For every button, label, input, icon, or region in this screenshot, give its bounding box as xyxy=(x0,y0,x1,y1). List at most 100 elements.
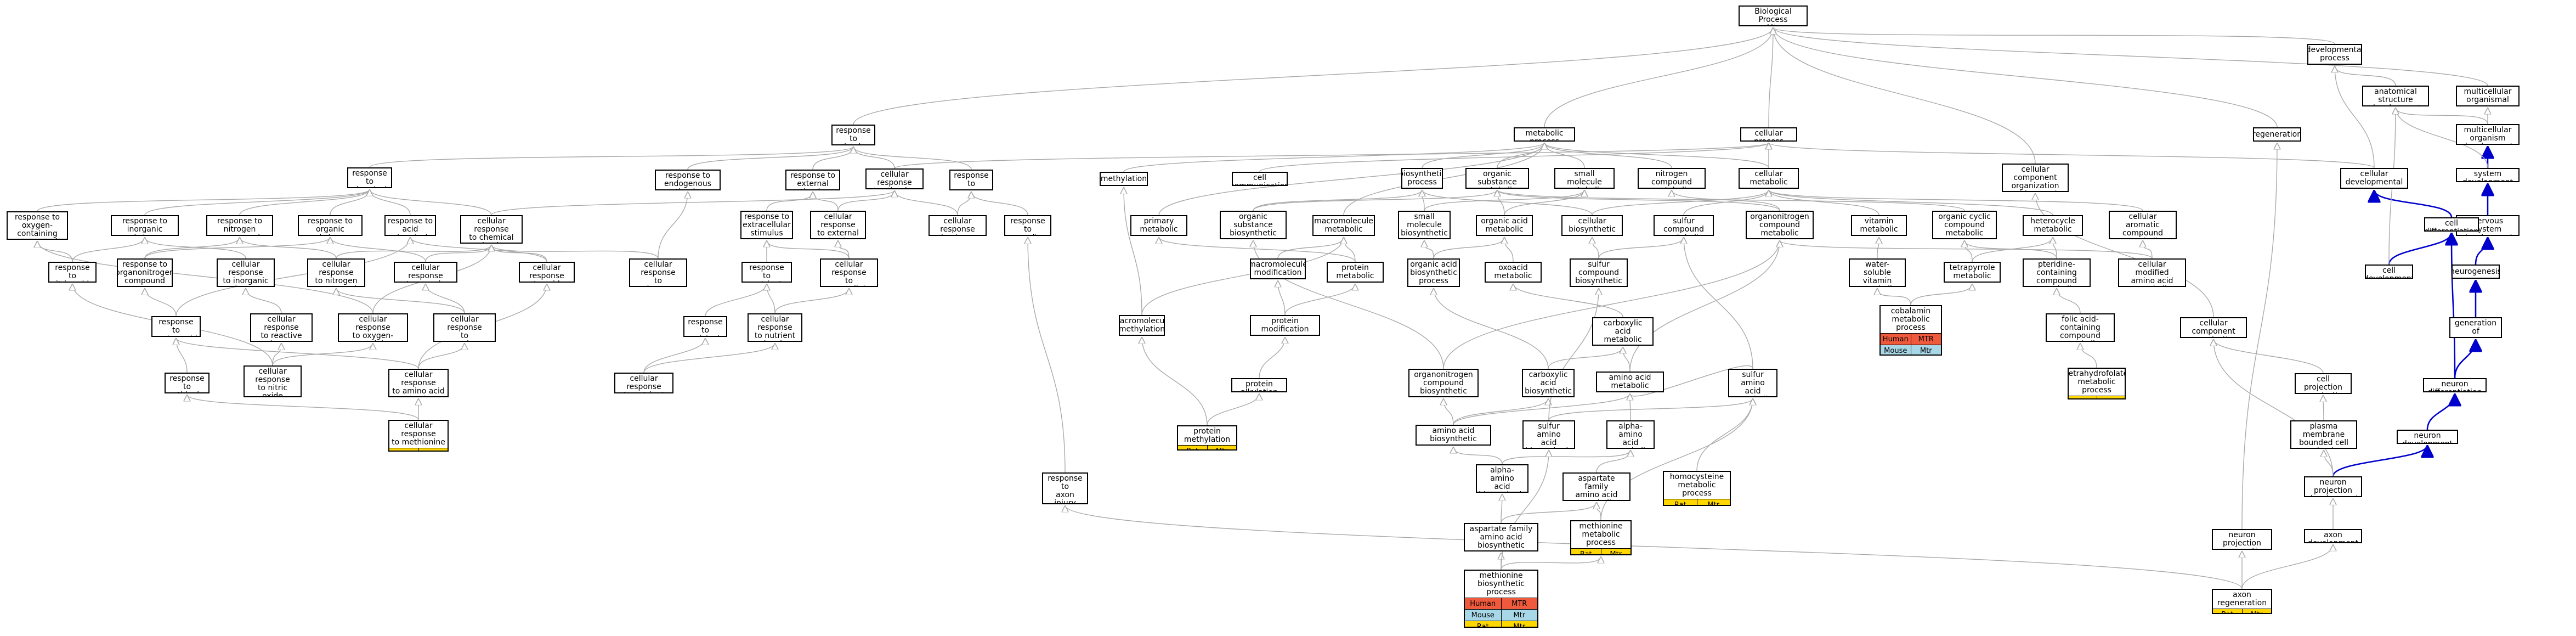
go-term-rnut[interactable]: response to nutrient xyxy=(683,316,727,337)
go-term-saabp[interactable]: sulfur amino acid biosynthetic process xyxy=(1522,420,1575,449)
go-term-aaabp[interactable]: alpha-amino acid biosynthetic process xyxy=(1476,464,1528,493)
go-term-asd[interactable]: anatomical structure development xyxy=(2362,86,2429,106)
go-term-crchem[interactable]: cellular response to chemical stimulus xyxy=(460,215,523,244)
go-term-regen[interactable]: regeneration xyxy=(2253,127,2301,142)
go-term-npr[interactable]: neuron projection regeneration xyxy=(2212,529,2272,550)
go-term-pmbcp[interactable]: plasma membrane bounded cell projection … xyxy=(2290,420,2357,449)
go-term-rno[interactable]: response to nitric oxide xyxy=(48,262,97,283)
go-term-neudiff[interactable]: neuron differentiation xyxy=(2423,378,2487,392)
go-term-scbp[interactable]: sulfur compound biosynthetic process xyxy=(1570,258,1628,287)
go-term-afaamp[interactable]: aspartate family amino acid metabolic pr… xyxy=(1562,472,1630,501)
go-term-oncbp[interactable]: organonitrogen compound biosynthetic pro… xyxy=(1408,369,1479,397)
go-term-rextra[interactable]: response to extracellular stimulus xyxy=(740,211,793,239)
go-term-racid[interactable]: response to acid chemical xyxy=(384,215,436,236)
go-term-rax[interactable]: response to axon injuryRatMtr xyxy=(1042,472,1088,504)
go-term-rinorg[interactable]: response to inorganic substance xyxy=(111,215,179,236)
go-term-craa[interactable]: cellular response to amino acid stimulus xyxy=(388,369,449,397)
go-term-crorg[interactable]: cellular response to organic substance xyxy=(394,262,457,283)
go-term-cdev[interactable]: cell development xyxy=(2365,264,2413,279)
go-term-cxabp[interactable]: carboxylic acid biosynthetic process xyxy=(1522,369,1575,397)
go-term-rs[interactable]: response to stimulus xyxy=(831,125,875,145)
go-term-rnc[interactable]: response to nitrogen compound xyxy=(206,215,273,236)
go-term-cbp[interactable]: cellular biosynthetic process xyxy=(1561,215,1623,236)
go-term-wsvmp[interactable]: water-soluble vitamin metabolic process xyxy=(1849,258,1906,287)
go-term-crorgn[interactable]: cellular response to organonitrogen comp… xyxy=(433,313,496,342)
go-term-cmp[interactable]: cellular metabolic process xyxy=(1739,168,1799,189)
go-term-rext[interactable]: response to external stimulus xyxy=(785,170,840,190)
go-term-oxmp[interactable]: oxoacid metabolic process xyxy=(1485,262,1542,283)
go-term-crrns[interactable]: cellular response to reactive nitrogen s… xyxy=(250,313,313,342)
go-term-crs[interactable]: cellular response to stimulus xyxy=(865,168,924,189)
go-term-mmmeth[interactable]: macromolecule methylation xyxy=(1119,315,1165,336)
go-term-saamp[interactable]: sulfur amino acid metabolic process xyxy=(1728,369,1777,397)
go-term-tpmp[interactable]: tetrapyrrole metabolic process xyxy=(1944,262,2001,283)
go-term-cracid[interactable]: cellular response to acid chemical xyxy=(519,262,575,283)
go-term-cdp[interactable]: cellular developmental process xyxy=(2340,168,2408,189)
go-term-aabp[interactable]: amino acid biosynthetic process xyxy=(1416,425,1491,446)
go-term-crstress[interactable]: cellular response to stress xyxy=(929,215,987,236)
go-term-osbp[interactable]: organic substance biosynthetic process xyxy=(1220,211,1287,239)
go-term-sd[interactable]: system development xyxy=(2456,168,2520,182)
go-term-bp[interactable]: Biological Process Mtr xyxy=(1739,5,1808,26)
go-term-cdiff[interactable]: cell differentiation xyxy=(2424,217,2479,232)
go-term-oncmp[interactable]: organonitrogen compound metabolic proces… xyxy=(1746,211,1814,239)
go-term-pmod[interactable]: protein modification process xyxy=(1250,315,1320,336)
go-term-crnc[interactable]: cellular response to nitrogen compound xyxy=(307,258,365,287)
go-term-mop[interactable]: multicellular organismal process xyxy=(2456,86,2520,106)
go-term-mmmp[interactable]: macromolecule metabolic process xyxy=(1312,215,1375,236)
go-term-mod[interactable]: multicellular organism development xyxy=(2456,124,2520,145)
go-term-neurog[interactable]: neurogenesis xyxy=(2452,264,2500,279)
go-term-crno[interactable]: cellular response to nitric oxideRatMtr xyxy=(244,365,302,397)
go-term-neudev[interactable]: neuron development xyxy=(2397,430,2458,444)
go-term-rendo[interactable]: response to endogenous stimulus xyxy=(655,170,721,190)
go-term-occmp[interactable]: organic cyclic compound metabolic proces… xyxy=(1932,211,1997,239)
go-term-primp[interactable]: primary metabolic process xyxy=(1130,215,1187,236)
go-term-hmp[interactable]: heterocycle metabolic process xyxy=(2023,215,2083,236)
go-term-rorgn[interactable]: response to organonitrogen compound xyxy=(117,258,173,287)
go-term-afaabp[interactable]: aspartate family amino acid biosynthetic… xyxy=(1464,523,1538,551)
go-term-rstress[interactable]: response to stress xyxy=(949,170,993,190)
go-term-cxamp[interactable]: carboxylic acid metabolic process xyxy=(1592,317,1654,346)
go-term-ncmp[interactable]: nitrogen compound metabolic process xyxy=(1638,168,1706,189)
go-term-calk[interactable]: protein alkylation xyxy=(1231,378,1287,392)
go-term-meth[interactable]: methylation xyxy=(1100,172,1148,186)
go-term-crmet[interactable]: cellular response to methionineRatMtr xyxy=(388,420,449,452)
go-term-ccorg[interactable]: cellular component organization or bioge… xyxy=(2002,164,2069,192)
go-term-crnl[interactable]: cellular response to nutrient levels xyxy=(748,313,802,342)
go-term-rocc[interactable]: response to oxygen-containing compound xyxy=(7,211,68,240)
go-term-rorg[interactable]: response to organic substance xyxy=(298,215,363,236)
go-term-crinorg[interactable]: cellular response to inorganic substance xyxy=(217,258,275,287)
go-term-osmp[interactable]: organic substance metabolic process xyxy=(1465,168,1529,189)
go-term-crext[interactable]: cellular response to external stimulus xyxy=(810,211,866,239)
go-term-smbp[interactable]: small molecule biosynthetic process xyxy=(1398,211,1451,239)
go-term-smmp[interactable]: small molecule metabolic process xyxy=(1554,168,1615,189)
go-term-genneu[interactable]: generation of neurons xyxy=(2449,317,2502,338)
go-term-dp[interactable]: developmental process xyxy=(2307,44,2362,65)
go-term-axdev[interactable]: axon development xyxy=(2304,529,2362,543)
go-term-npd[interactable]: neuron projection development xyxy=(2304,476,2362,497)
go-term-cp[interactable]: cellular process xyxy=(1740,127,1797,142)
go-term-rwound[interactable]: response to wounding xyxy=(1004,215,1051,236)
go-term-scmp[interactable]: sulfur compound metabolic process xyxy=(1654,215,1714,236)
go-term-oamp[interactable]: organic acid metabolic process xyxy=(1476,215,1533,236)
go-term-vmp[interactable]: vitamin metabolic process xyxy=(1851,215,1907,236)
go-term-pteri[interactable]: pteridine-containing compound metabolic … xyxy=(2023,258,2091,287)
go-term-bsp[interactable]: biosynthetic process xyxy=(1401,168,1443,189)
go-term-oabp[interactable]: organic acid biosynthetic process xyxy=(1407,258,1460,287)
go-term-crendo[interactable]: cellular response to endogenous stimulus xyxy=(629,258,687,287)
go-term-crextra[interactable]: cellular response to extracellular stimu… xyxy=(820,258,878,287)
go-term-mmmod[interactable]: macromolecule modification xyxy=(1250,258,1306,279)
go-term-crnut[interactable]: cellular response to nutrient xyxy=(614,373,673,393)
go-term-crocc[interactable]: cellular response to oxygen-containing c… xyxy=(338,313,408,342)
go-term-caacmp[interactable]: cellular aromatic compound metabolic pro… xyxy=(2109,211,2177,239)
go-term-cmaamp[interactable]: cellular modified amino acid metabolic p… xyxy=(2118,258,2186,287)
go-term-raa[interactable]: response to amino acid xyxy=(151,316,201,337)
go-term-aaamp[interactable]: alpha-amino acid metabolic process xyxy=(1606,420,1655,449)
go-term-ccomm[interactable]: cell communication xyxy=(1232,172,1288,186)
go-term-aamp[interactable]: amino acid metabolic process xyxy=(1596,372,1664,392)
go-term-mp[interactable]: metabolic process xyxy=(1514,127,1575,142)
